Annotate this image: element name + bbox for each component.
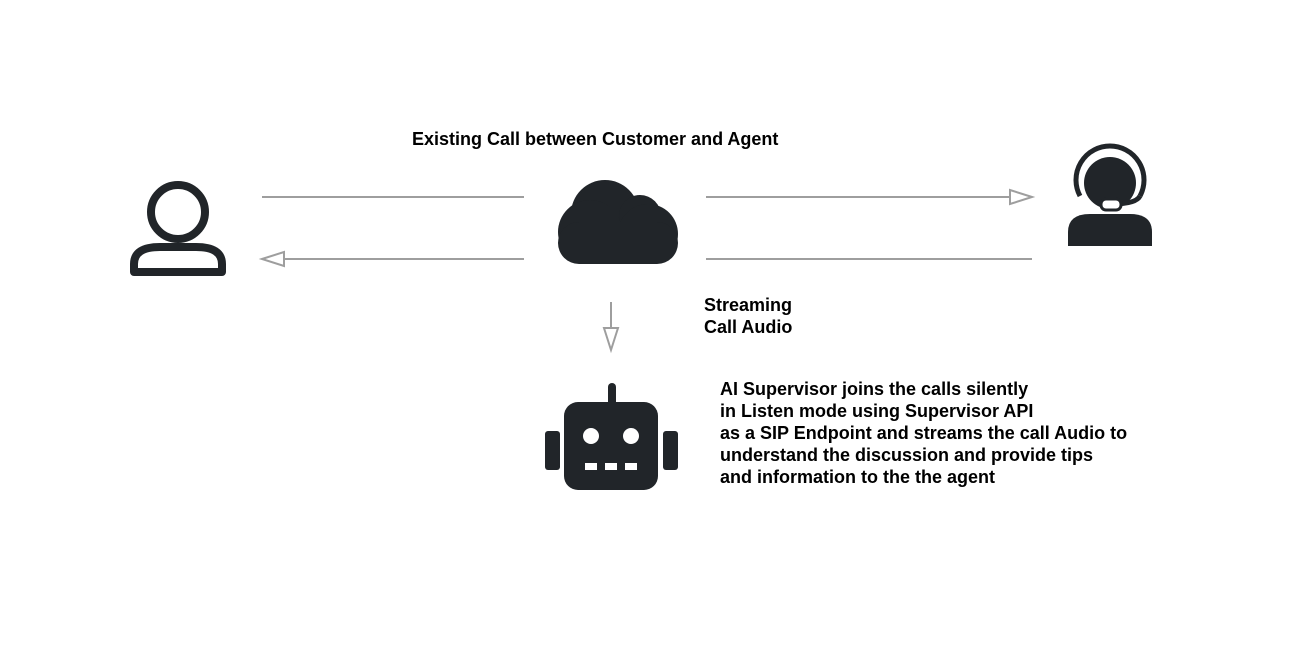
customer-icon [130,181,226,276]
cloud-icon [558,180,678,264]
streaming-label-line: Streaming [704,295,793,315]
agent-headset-icon [1068,143,1152,246]
ai-supervisor-description: AI Supervisor joins the calls silently i… [720,378,1127,488]
arrow-cloud-to-customer [258,250,524,268]
diagram-title: Existing Call between Customer and Agent [412,129,779,149]
streaming-label: Streaming Call Audio [704,294,792,338]
streaming-label-line: Call Audio [704,317,793,337]
description-line: as a SIP Endpoint and streams the call A… [720,423,1128,443]
arrow-cloud-to-agent [706,188,1036,206]
robot-icon [545,383,678,490]
description-line: understand the discussion and provide ti… [720,445,1094,465]
description-line: AI Supervisor joins the calls silently [720,379,1029,399]
arrow-cloud-to-robot [602,302,620,354]
description-line: in Listen mode using Supervisor API [720,401,1034,421]
description-line: and information to the the agent [720,467,995,487]
